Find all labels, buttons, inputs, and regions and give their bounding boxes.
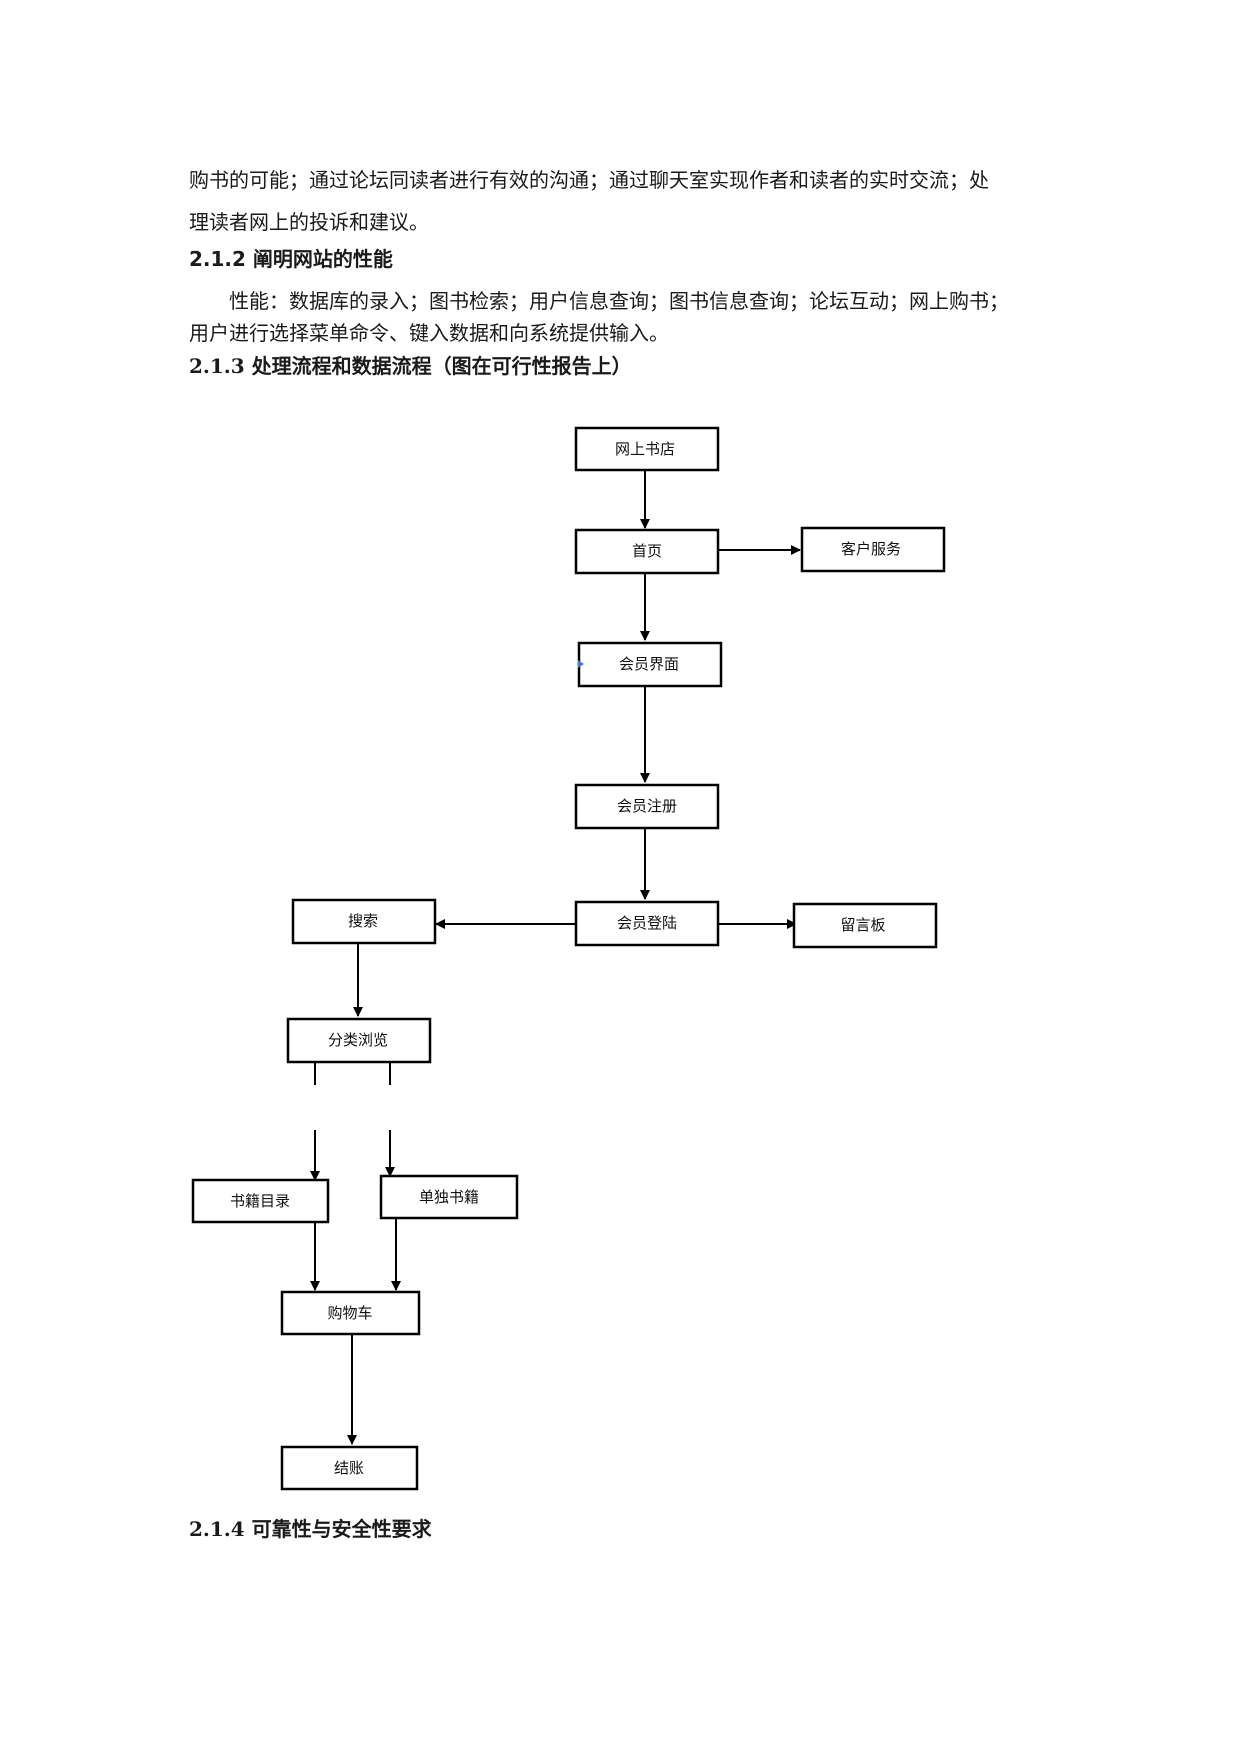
node-single-book (379, 1174, 519, 1220)
node-book-catalog (191, 1178, 330, 1224)
label-member-interface: 会员界面 (619, 655, 679, 673)
label-single-book: 单独书籍 (419, 1188, 479, 1206)
node-member-register (574, 783, 720, 830)
label-book-catalog: 书籍目录 (230, 1192, 290, 1210)
node-category-browse (286, 1017, 432, 1064)
node-member-login (574, 900, 720, 947)
label-shopping-cart: 购物车 (327, 1304, 372, 1322)
label-member-login: 会员登陆 (617, 914, 677, 932)
label-home: 首页 (632, 542, 662, 560)
label-customer-service: 客户服务 (841, 540, 901, 558)
node-checkout (280, 1445, 419, 1491)
section-heading-2-1-3: 2.1.3 处理流程和数据流程（图在可行性报告上） (189, 354, 632, 378)
section-heading-2-1-2: 2.1.2 阐明网站的性能 (189, 247, 393, 271)
node-message-board (792, 902, 938, 949)
node-search (291, 898, 437, 945)
node-online-bookstore (574, 426, 720, 472)
label-online-bookstore: 网上书店 (615, 440, 675, 458)
node-customer-service (800, 526, 946, 573)
node-member-interface (577, 641, 723, 688)
performance-line-2: 用户进行选择菜单命令、键入数据和向系统提供输入。 (189, 321, 669, 345)
label-message-board: 留言板 (840, 916, 885, 934)
label-checkout: 结账 (334, 1459, 364, 1477)
node-home (574, 528, 720, 575)
blue-marker-icon (578, 660, 584, 668)
intro-line-2: 理读者网上的投诉和建议。 (189, 210, 429, 234)
label-category-browse: 分类浏览 (328, 1031, 388, 1049)
node-shopping-cart (280, 1290, 421, 1336)
performance-line-1: 性能：数据库的录入；图书检索；用户信息查询；图书信息查询；论坛互动；网上购书； (229, 289, 1009, 313)
section-heading-2-1-4: 2.1.4 可靠性与安全性要求 (189, 1517, 432, 1541)
label-search: 搜索 (348, 912, 378, 930)
intro-line-1: 购书的可能；通过论坛同读者进行有效的沟通；通过聊天室实现作者和读者的实时交流；处 (189, 168, 989, 192)
label-member-register: 会员注册 (617, 797, 677, 815)
